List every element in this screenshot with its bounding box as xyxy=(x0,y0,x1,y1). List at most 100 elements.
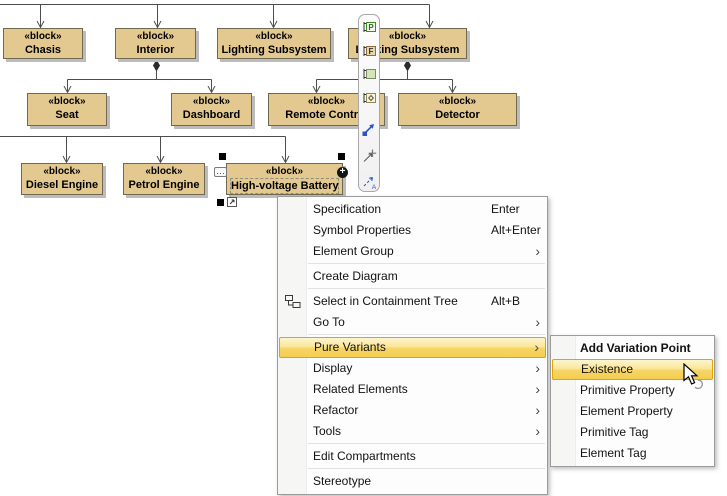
submenu-item-existence[interactable]: Existence xyxy=(552,359,713,380)
menu-item-display[interactable]: Display › xyxy=(278,358,547,379)
block-name: Remote Control xyxy=(285,109,368,121)
block-name: Detector xyxy=(435,109,480,121)
block-high-voltage-battery[interactable]: «block» High-voltage Battery xyxy=(226,163,343,195)
menu-item-label: Element Group xyxy=(313,244,394,258)
menu-item-label: Primitive Tag xyxy=(580,425,649,439)
menu-item-label: Tools xyxy=(313,424,342,438)
menu-separator xyxy=(308,443,545,444)
attach-connector-icon[interactable] xyxy=(361,148,377,164)
menu-item-label: Element Tag xyxy=(580,446,647,460)
menu-item-select-in-containment-tree[interactable]: Select in Containment Tree Alt+B xyxy=(278,291,547,312)
block-dashboard[interactable]: «block» Dashboard xyxy=(171,93,252,126)
submenu-arrow-icon: › xyxy=(535,381,540,397)
menu-item-edit-compartments[interactable]: Edit Compartments xyxy=(278,446,547,467)
submenu-arrow-icon: › xyxy=(534,339,539,355)
block-name: Locking Subsystem xyxy=(355,44,460,56)
menu-icon-gutter xyxy=(551,336,576,466)
block-stereotype: «block» xyxy=(136,31,175,42)
menu-separator xyxy=(308,263,545,264)
menu-item-tools[interactable]: Tools › xyxy=(278,421,547,442)
menu-item-shortcut: Enter xyxy=(491,202,520,216)
block-name: Interior xyxy=(136,44,175,56)
submenu-item-primitive-property[interactable]: Primitive Property xyxy=(551,380,714,401)
submenu-arrow-icon: › xyxy=(535,360,540,376)
menu-item-label: Specification xyxy=(313,202,382,216)
menu-item-label: Related Elements xyxy=(313,382,408,396)
block-name: Dashboard xyxy=(182,109,241,121)
submenu-item-element-property[interactable]: Element Property xyxy=(551,401,714,422)
svg-text:A: A xyxy=(372,184,377,190)
block-stereotype: «block» xyxy=(307,96,346,107)
block-stereotype: «block» xyxy=(24,31,62,42)
mouse-cursor-icon xyxy=(683,363,704,390)
containment-tree-icon xyxy=(285,295,301,308)
more-options-button[interactable]: … xyxy=(214,166,227,177)
menu-item-specification[interactable]: Specification Enter xyxy=(278,199,547,220)
block-stereotype: «block» xyxy=(192,96,231,107)
menu-item-label: Create Diagram xyxy=(313,269,398,283)
menu-item-shortcut: Alt+Enter xyxy=(491,223,541,237)
menu-separator xyxy=(308,288,545,289)
block-name: Diesel Engine xyxy=(25,179,99,191)
submenu-item-add-variation-point[interactable]: Add Variation Point xyxy=(551,338,714,359)
block-name: Seat xyxy=(55,109,79,121)
menu-item-element-group[interactable]: Element Group › xyxy=(278,241,547,262)
submenu-arrow-icon: › xyxy=(535,423,540,439)
block-interior[interactable]: «block» Interior xyxy=(115,28,196,59)
block-detector[interactable]: «block» Detector xyxy=(398,93,517,126)
menu-item-label: Stereotype xyxy=(313,474,372,488)
proxy-port-icon[interactable]: P xyxy=(361,20,377,34)
menu-item-label: Refactor xyxy=(313,403,359,417)
full-port-icon[interactable]: F xyxy=(361,44,377,58)
block-name: High-voltage Battery xyxy=(230,178,339,194)
block-petrol-engine[interactable]: «block» Petrol Engine xyxy=(123,163,205,195)
composition-connectors xyxy=(63,59,457,94)
flow-port-icon[interactable] xyxy=(361,91,377,105)
menu-item-symbol-properties[interactable]: Symbol Properties Alt+Enter xyxy=(278,220,547,241)
block-stereotype: «block» xyxy=(43,166,81,177)
menu-item-related-elements[interactable]: Related Elements › xyxy=(278,379,547,400)
pure-variants-submenu: Add Variation Point Existence Primitive … xyxy=(550,335,715,467)
submenu-item-element-tag[interactable]: Element Tag xyxy=(551,443,714,464)
svg-text:F: F xyxy=(369,47,374,56)
association-icon[interactable]: A xyxy=(361,173,377,190)
menu-separator xyxy=(308,334,545,335)
block-name: Petrol Engine xyxy=(128,179,200,191)
smart-manipulator-toolbar: P F A xyxy=(358,14,380,192)
block-stereotype: «block» xyxy=(265,166,304,177)
menu-item-pure-variants[interactable]: Pure Variants › xyxy=(279,337,546,358)
menu-item-label: Primitive Property xyxy=(580,383,675,397)
connector-icon[interactable] xyxy=(361,121,377,137)
block-chasis[interactable]: «block» Chasis xyxy=(3,28,83,59)
compartment-indicator-icon[interactable] xyxy=(227,197,237,207)
menu-separator xyxy=(308,468,545,469)
svg-text:P: P xyxy=(368,23,374,32)
block-stereotype: «block» xyxy=(438,96,477,107)
menu-item-label: Pure Variants xyxy=(314,340,386,354)
menu-item-label: Element Property xyxy=(580,404,673,418)
submenu-item-primitive-tag[interactable]: Primitive Tag xyxy=(551,422,714,443)
menu-item-refactor[interactable]: Refactor › xyxy=(278,400,547,421)
selection-handle-top-right[interactable] xyxy=(338,153,345,160)
selection-handle-top-left[interactable] xyxy=(219,153,226,160)
submenu-arrow-icon: › xyxy=(535,314,540,330)
block-name: Lighting Subsystem xyxy=(221,44,327,56)
selection-handle-bottom-left[interactable] xyxy=(217,199,224,206)
block-lighting-subsystem[interactable]: «block» Lighting Subsystem xyxy=(217,28,331,59)
block-stereotype: «block» xyxy=(145,166,183,177)
menu-item-stereotype[interactable]: Stereotype xyxy=(278,471,547,492)
block-stereotype: «block» xyxy=(255,31,293,42)
menu-item-create-diagram[interactable]: Create Diagram xyxy=(278,266,547,287)
port-icon[interactable] xyxy=(361,67,377,81)
add-element-button[interactable]: + xyxy=(337,167,348,178)
block-stereotype: «block» xyxy=(48,96,86,107)
block-seat[interactable]: «block» Seat xyxy=(27,93,107,126)
block-diesel-engine[interactable]: «block» Diesel Engine xyxy=(21,163,103,195)
menu-item-label: Symbol Properties xyxy=(313,223,412,237)
menu-item-shortcut: Alt+B xyxy=(491,294,521,308)
submenu-arrow-icon: › xyxy=(535,402,540,418)
block-name: Chasis xyxy=(24,44,62,56)
menu-item-go-to[interactable]: Go To › xyxy=(278,312,547,333)
